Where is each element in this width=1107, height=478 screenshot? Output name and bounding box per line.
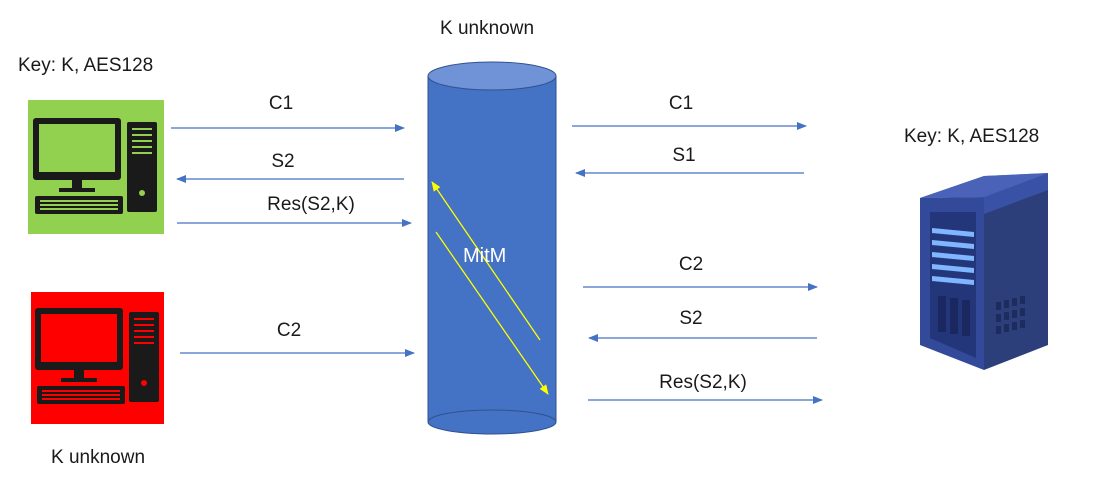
msg-label-c2-left: C2 [276, 320, 302, 341]
msg-label-res-left: Res(S2,K) [267, 194, 355, 215]
msg-label-c2-right: C2 [678, 254, 704, 275]
attacker-client [31, 292, 164, 424]
legit-client [28, 100, 164, 234]
relay-arrow-up [431, 181, 541, 341]
msg-label-c1-right: C1 [668, 93, 694, 114]
msg-label-s1-right: S1 [672, 145, 696, 166]
msg-label-c1-left: C1 [268, 93, 294, 114]
mitm-cylinder [427, 61, 557, 435]
server-key-label: Key: K, AES128 [904, 126, 1040, 147]
msg-label-res-right: Res(S2,K) [659, 372, 747, 393]
mitm-key-label: K unknown [440, 18, 535, 39]
msg-label-s2-right: S2 [679, 308, 703, 329]
desktop-computer-icon [35, 308, 159, 404]
desktop-computer-icon [33, 118, 157, 214]
server-rack-icon [920, 173, 1048, 370]
attacker-key-label: K unknown [51, 447, 146, 468]
relay-arrow-down [435, 231, 549, 395]
mitm-label: MitM [463, 245, 507, 267]
msg-label-s2-left: S2 [271, 151, 295, 172]
legit-client-key-label: Key: K, AES128 [18, 55, 154, 76]
